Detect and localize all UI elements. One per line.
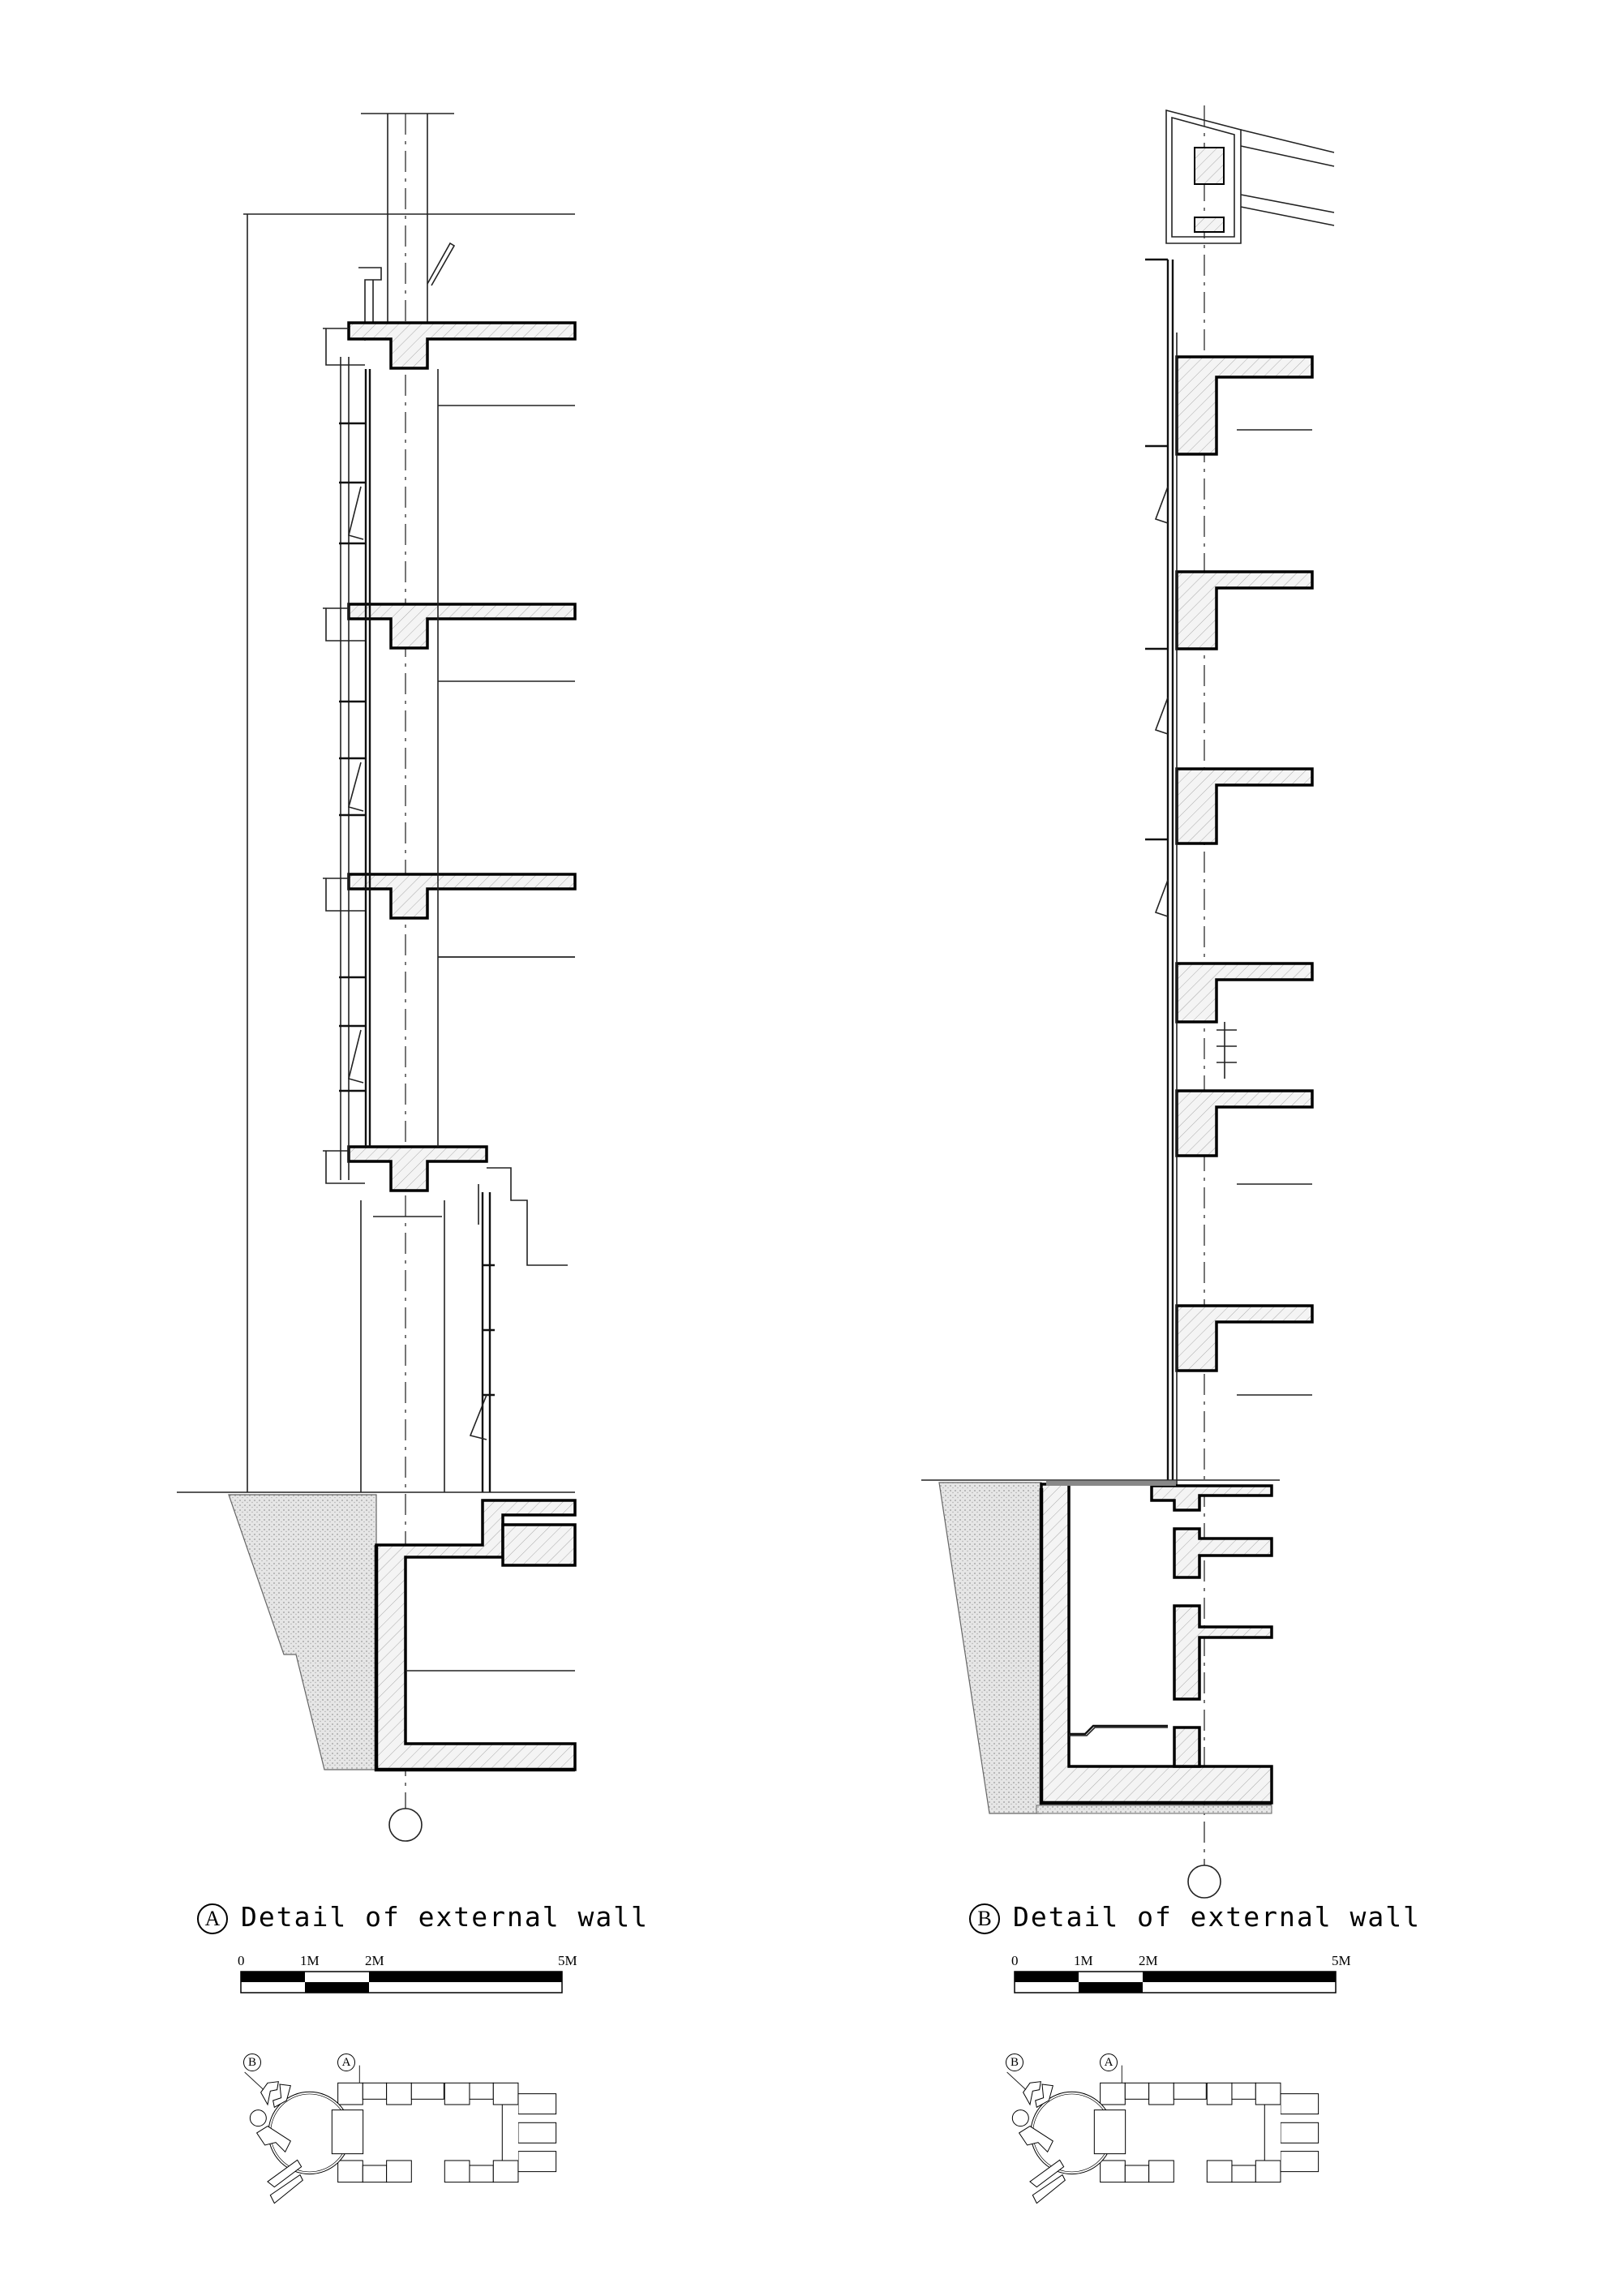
wall-section-b [921, 105, 1335, 1899]
scale-label-0: 0 [1011, 1953, 1019, 1968]
scale-label-1m: 1M [300, 1953, 320, 1968]
roof-lines [1240, 129, 1335, 226]
drawing-title-b: Detail of external wall [1013, 1901, 1421, 1933]
scale-label-5m: 5M [1332, 1953, 1351, 1968]
grid-bubble-b [1187, 1865, 1221, 1899]
earth-fill-b [938, 1482, 1042, 1814]
parapet-column [387, 114, 428, 324]
key-plan-marker-b: B [1006, 2054, 1023, 2071]
facade-b [1145, 258, 1312, 1492]
key-plan-shapes [244, 2065, 557, 2204]
key-plan-b [1006, 2064, 1320, 2205]
scale-bar-b [1014, 1971, 1337, 1993]
key-plan-a [244, 2065, 557, 2204]
detail-marker-b: B [969, 1903, 1000, 1934]
louvers-a [339, 422, 365, 1092]
outline-frame [243, 213, 575, 1492]
basement-a [374, 1499, 577, 1772]
scale-label-2m: 2M [365, 1953, 384, 1968]
scale-label-0: 0 [238, 1953, 245, 1968]
earth-fill-a [228, 1494, 377, 1770]
key-plan-marker-a: A [337, 2054, 355, 2071]
basement-b [1036, 1481, 1273, 1814]
cornices-a [323, 328, 365, 1184]
key-plan-marker-b: B [243, 2054, 261, 2071]
scale-label-5m: 5M [558, 1953, 577, 1968]
lower-storey-a [360, 1167, 568, 1492]
drawing-title-a: Detail of external wall [241, 1901, 649, 1933]
scale-bar-a [240, 1971, 563, 1993]
railing [427, 242, 456, 286]
slabs-b [1175, 355, 1314, 1372]
glazing-a [340, 357, 575, 1217]
roof-edge [1165, 109, 1242, 244]
key-plan-marker-a: A [1100, 2054, 1118, 2071]
scale-label-2m: 2M [1139, 1953, 1158, 1968]
detail-marker-a: A [197, 1903, 228, 1934]
slabs-a [347, 321, 577, 1192]
scale-label-1m: 1M [1074, 1953, 1093, 1968]
grid-bubble-a [388, 1808, 423, 1842]
wall-section-a [177, 113, 577, 1842]
